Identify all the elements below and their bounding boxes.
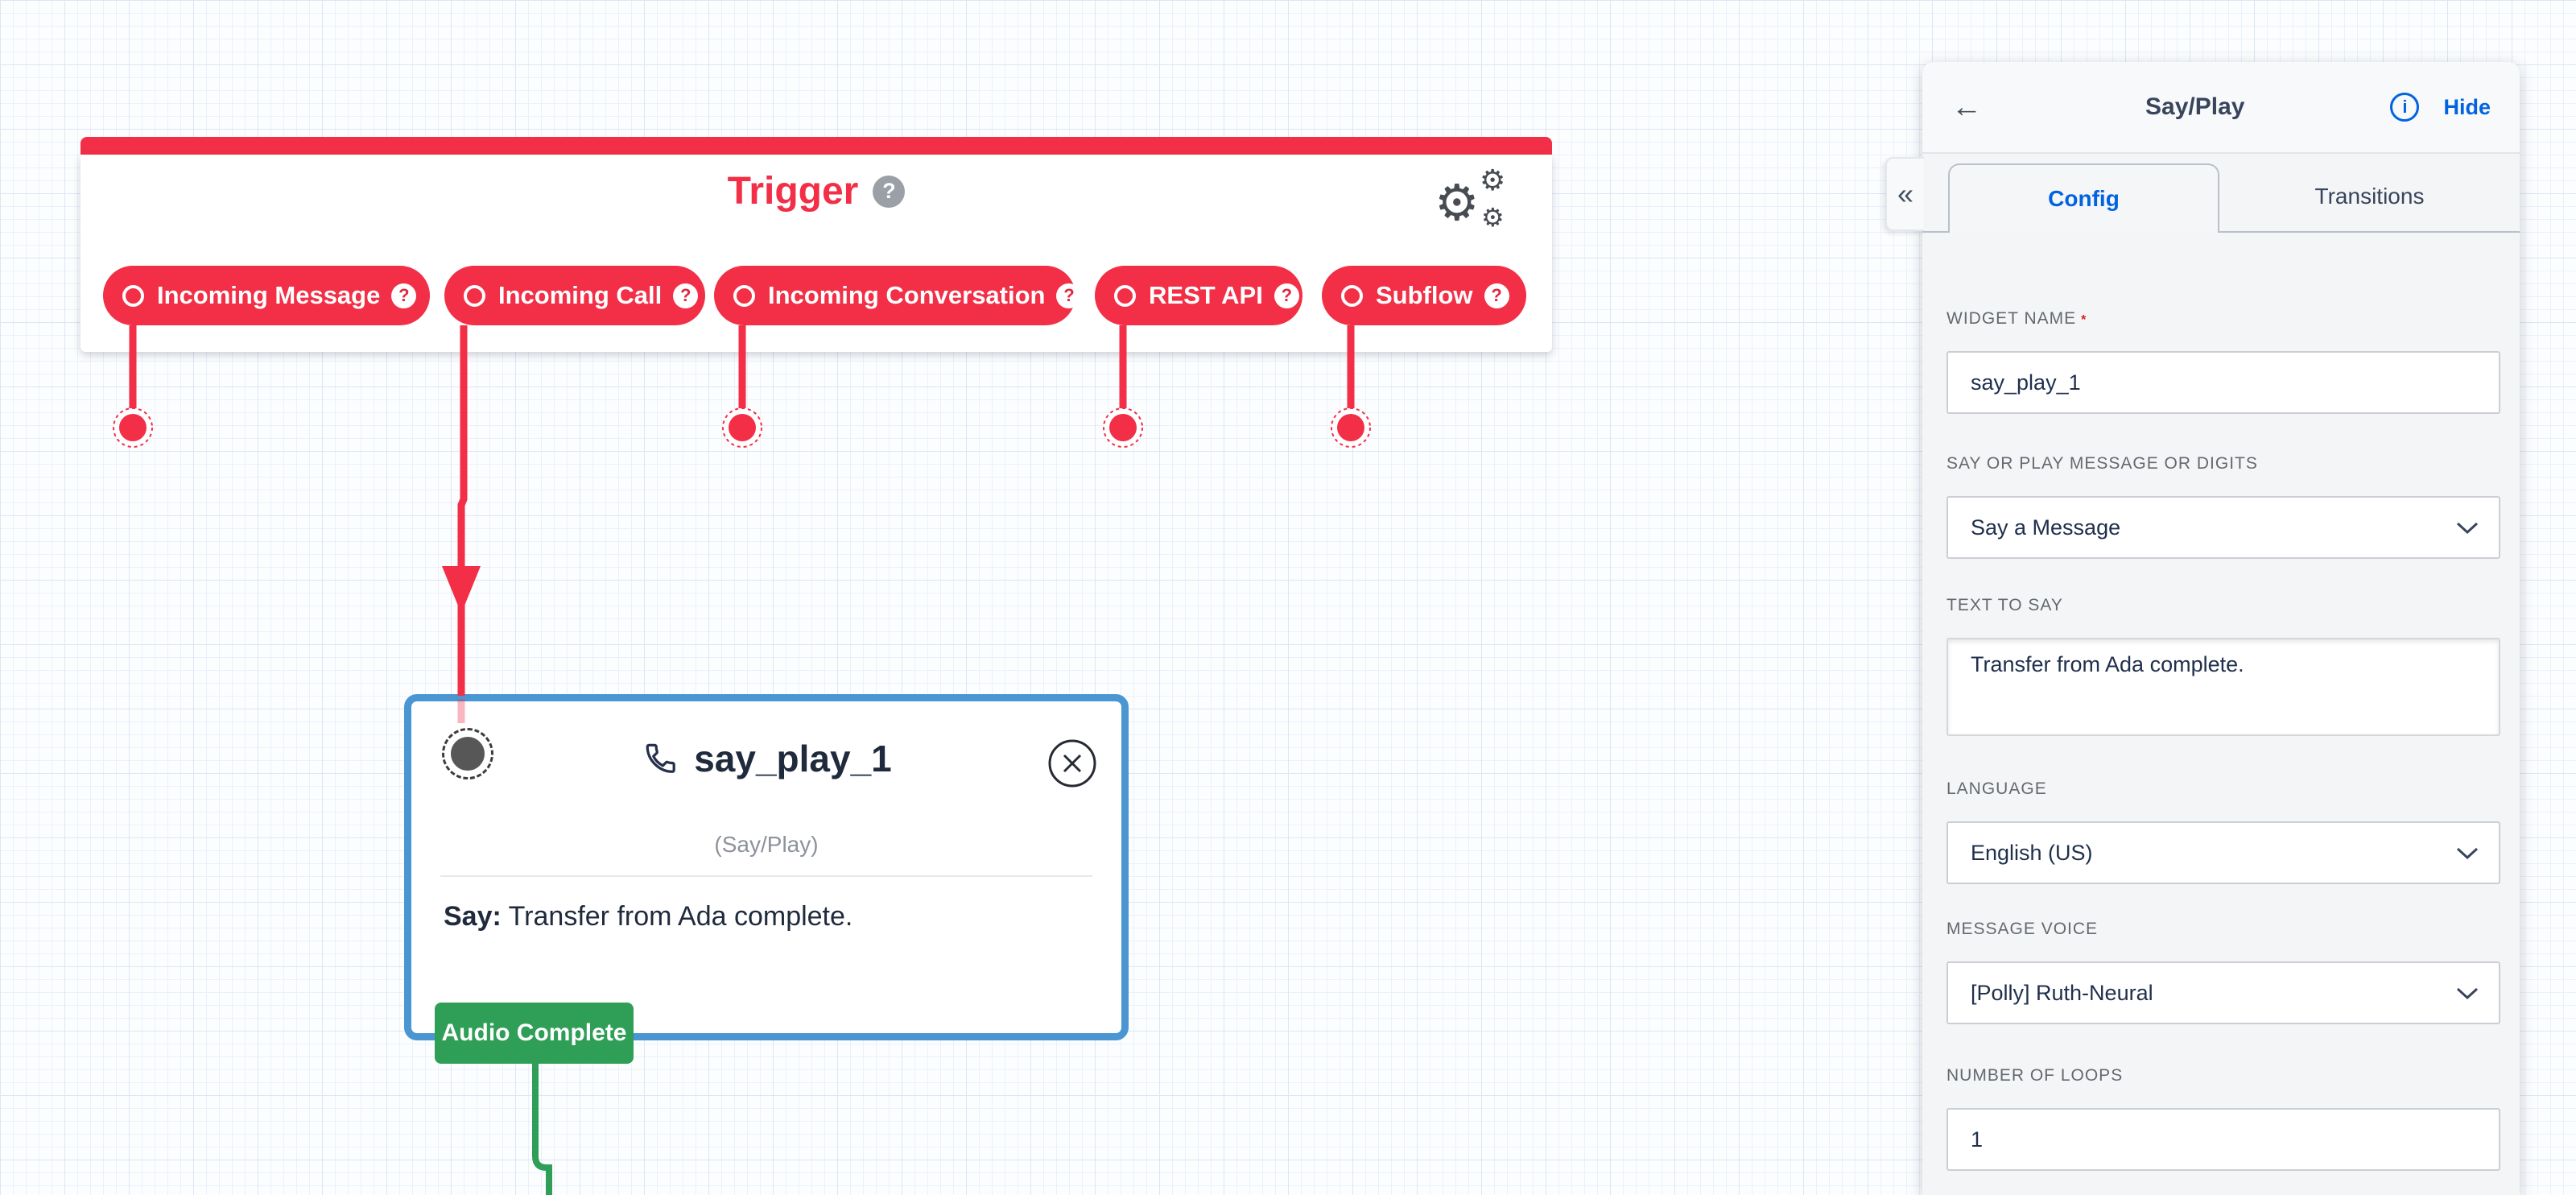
trigger-widget[interactable]: Trigger ? ⚙ ⚙ ⚙ Incoming Message ? Incom… xyxy=(80,137,1552,352)
connection-arrowhead xyxy=(442,566,481,614)
gear-icon: ⚙ xyxy=(1481,203,1505,232)
text-to-say-textarea[interactable]: Transfer from Ada complete. xyxy=(1946,638,2500,736)
widget-body-text: Say: Transfer from Ada complete. xyxy=(444,901,1089,932)
collapse-icon: « xyxy=(1897,177,1914,210)
trigger-pill-subflow[interactable]: Subflow ? xyxy=(1322,266,1526,325)
trigger-pill-rest-api[interactable]: REST API ? xyxy=(1095,266,1302,325)
chevron-down-icon xyxy=(2456,847,2479,860)
tab-config[interactable]: Config xyxy=(1948,163,2219,233)
selected-option: Say a Message xyxy=(1971,515,2121,540)
widget-type-label: (Say/Play) xyxy=(714,832,819,857)
number-of-loops-input[interactable] xyxy=(1946,1108,2500,1171)
field-widget-name: WIDGET NAME * xyxy=(1946,309,2500,414)
help-icon[interactable]: ? xyxy=(1484,283,1509,308)
tab-transitions[interactable]: Transitions xyxy=(2314,184,2425,209)
trigger-pill-incoming-conversation[interactable]: Incoming Conversation ? xyxy=(714,266,1082,325)
panel-tabs: Config Transitions xyxy=(1922,162,2520,233)
field-message-voice: MESSAGE VOICE [Polly] Ruth-Neural xyxy=(1946,920,2500,1024)
config-panel: « ← Say/Play i Hide Config Transitions W… xyxy=(1885,62,2520,1195)
required-marker: * xyxy=(2081,313,2087,327)
field-text-to-say: TEXT TO SAY Transfer from Ada complete. xyxy=(1946,596,2500,736)
panel-title: Say/Play xyxy=(2145,93,2245,120)
field-label: SAY OR PLAY MESSAGE OR DIGITS xyxy=(1946,454,2258,473)
language-select[interactable]: English (US) xyxy=(1946,821,2500,884)
field-language: LANGUAGE English (US) xyxy=(1946,779,2500,884)
trigger-pill-incoming-call[interactable]: Incoming Call ? xyxy=(444,266,705,325)
chevron-down-icon xyxy=(2456,987,2479,1000)
transition-connection xyxy=(532,1060,552,1195)
port-circle-icon xyxy=(1114,284,1136,307)
trigger-title: Trigger xyxy=(727,170,859,213)
field-say-or-play: SAY OR PLAY MESSAGE OR DIGITS Say a Mess… xyxy=(1946,454,2500,559)
transition-audio-complete[interactable]: Audio Complete xyxy=(435,1003,634,1064)
widget-name-title: say_play_1 xyxy=(694,738,892,779)
chevron-down-icon xyxy=(2456,522,2479,535)
help-icon[interactable]: ? xyxy=(391,283,417,308)
delete-widget-icon[interactable] xyxy=(1047,738,1097,788)
field-label: NUMBER OF LOOPS xyxy=(1946,1066,2124,1085)
field-label: MESSAGE VOICE xyxy=(1946,920,2099,938)
trigger-settings-icon[interactable]: ⚙ ⚙ ⚙ xyxy=(1435,164,1523,237)
panel-collapse-button[interactable]: « xyxy=(1885,157,1924,231)
port-circle-icon xyxy=(122,284,144,307)
hide-panel-link[interactable]: Hide xyxy=(2443,94,2491,119)
gear-icon: ⚙ xyxy=(1435,176,1480,231)
port-circle-icon xyxy=(464,284,485,307)
field-label: LANGUAGE xyxy=(1946,779,2047,798)
help-icon[interactable]: ? xyxy=(673,283,699,308)
say-or-play-select[interactable]: Say a Message xyxy=(1946,496,2500,559)
output-port[interactable] xyxy=(113,407,153,448)
pill-label: Incoming Call xyxy=(498,281,663,309)
say-prefix: Say: xyxy=(444,901,502,932)
selected-option: [Polly] Ruth-Neural xyxy=(1971,980,2153,1005)
phone-icon xyxy=(646,743,676,773)
trigger-help-icon[interactable]: ? xyxy=(873,175,906,208)
help-icon[interactable]: ? xyxy=(1056,283,1082,308)
info-icon[interactable]: i xyxy=(2390,93,2420,122)
pill-label: REST API xyxy=(1149,281,1263,309)
say-text: Transfer from Ada complete. xyxy=(508,901,853,932)
output-port[interactable] xyxy=(722,407,762,448)
back-arrow-icon[interactable]: ← xyxy=(1951,89,1982,124)
field-number-of-loops: NUMBER OF LOOPS xyxy=(1946,1066,2500,1171)
port-circle-icon xyxy=(733,284,755,307)
help-icon[interactable]: ? xyxy=(1274,283,1299,308)
selected-option: English (US) xyxy=(1971,840,2093,865)
port-circle-icon xyxy=(1341,284,1363,307)
widget-name-input[interactable] xyxy=(1946,351,2500,414)
field-label: WIDGET NAME xyxy=(1946,309,2077,328)
output-port[interactable] xyxy=(1103,407,1143,448)
pill-label: Incoming Message xyxy=(157,281,381,309)
say-play-widget[interactable]: say_play_1 (Say/Play) Say: Transfer from… xyxy=(404,694,1129,1064)
divider xyxy=(440,875,1092,877)
message-voice-select[interactable]: [Polly] Ruth-Neural xyxy=(1946,961,2500,1024)
input-port[interactable] xyxy=(442,728,493,779)
output-port[interactable] xyxy=(1331,407,1371,448)
flow-connection xyxy=(457,325,468,696)
pill-label: Incoming Conversation xyxy=(768,281,1046,309)
pill-label: Subflow xyxy=(1376,281,1473,309)
field-label: TEXT TO SAY xyxy=(1946,596,2063,614)
panel-header: ← Say/Play i Hide xyxy=(1922,62,2520,154)
gear-icon: ⚙ xyxy=(1480,163,1506,196)
trigger-pill-incoming-message[interactable]: Incoming Message ? xyxy=(103,266,430,325)
trigger-header-bar xyxy=(80,137,1552,155)
